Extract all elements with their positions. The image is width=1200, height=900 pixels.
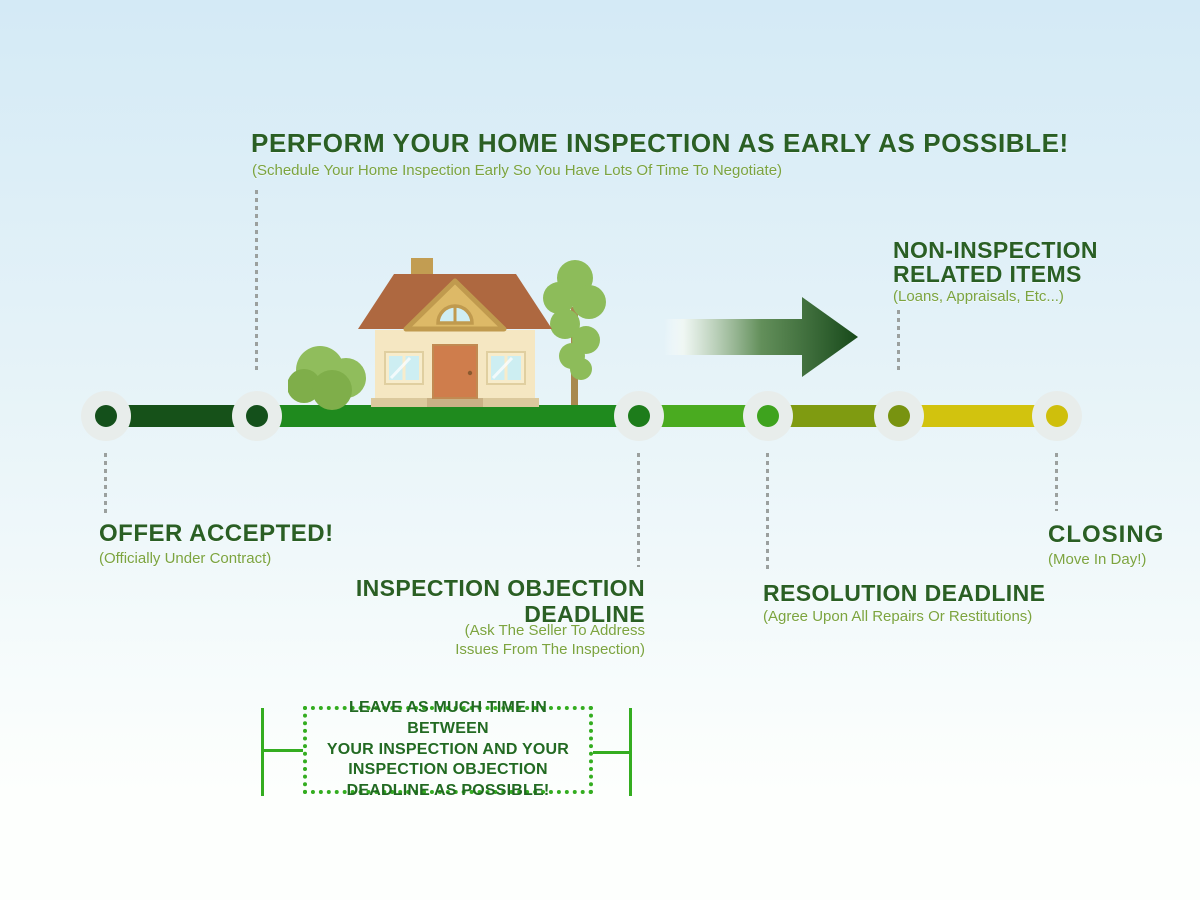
timeline-segment (257, 405, 639, 427)
range-bracket-right-vertical (629, 708, 632, 796)
timeline-segment (768, 405, 899, 427)
milestone-title-closing: CLOSING (1048, 521, 1165, 548)
timeline-segment (899, 405, 1057, 427)
house-illustration (288, 258, 606, 410)
timeline-node-non-inspection-items (874, 391, 924, 441)
timeline-dot (246, 405, 268, 427)
infographic-subtitle: (Schedule Your Home Inspection Early So … (252, 162, 783, 179)
house-icon (358, 258, 552, 407)
milestone-title-resolution-deadline: RESOLUTION DEADLINE (763, 580, 1046, 606)
milestone-subtitle-closing: (Move In Day!) (1048, 551, 1147, 568)
timeline-dot (1046, 405, 1068, 427)
timeline-segment (639, 405, 768, 427)
dotted-connector (897, 310, 900, 372)
tree-icon (543, 260, 606, 405)
dotted-connector (637, 453, 640, 567)
dotted-connector (766, 453, 769, 571)
milestone-subtitle-inspection-objection: (Ask The Seller To Address Issues From T… (455, 622, 645, 658)
timeline-dot (888, 405, 910, 427)
milestone-title-inspection-objection: INSPECTION OBJECTION DEADLINE (355, 575, 645, 627)
advice-note-text: LEAVE AS MUCH TIME IN BETWEEN YOUR INSPE… (326, 699, 570, 800)
arrow-icon (664, 297, 858, 377)
dotted-connector (1055, 453, 1058, 511)
timeline-node-closing (1032, 391, 1082, 441)
range-bracket-right-horizontal (593, 751, 629, 754)
infographic-title: PERFORM YOUR HOME INSPECTION AS EARLY AS… (251, 128, 1069, 158)
timeline-node-resolution-deadline (743, 391, 793, 441)
range-bracket-left-vertical (261, 708, 264, 796)
milestone-subtitle-offer-accepted: (Officially Under Contract) (99, 550, 272, 567)
milestone-title-offer-accepted: OFFER ACCEPTED! (99, 520, 334, 547)
timeline-dot (757, 405, 779, 427)
timeline-node-inspection-objection-deadline (614, 391, 664, 441)
range-bracket-left-horizontal (264, 749, 303, 752)
timeline-segment (106, 405, 257, 427)
milestone-subtitle-non-inspection: (Loans, Appraisals, Etc...) (893, 288, 1064, 305)
timeline-dot (628, 405, 650, 427)
milestone-title-non-inspection: NON-INSPECTION RELATED ITEMS (893, 237, 1098, 288)
dotted-connector (255, 190, 258, 372)
timeline-node-inspection (232, 391, 282, 441)
timeline-node-offer-accepted (81, 391, 131, 441)
advice-note-box: LEAVE AS MUCH TIME IN BETWEEN YOUR INSPE… (303, 699, 593, 799)
milestone-subtitle-resolution-deadline: (Agree Upon All Repairs Or Restitutions) (763, 608, 1033, 625)
bush-icon (288, 346, 366, 410)
timeline-dot (95, 405, 117, 427)
dotted-connector (104, 453, 107, 515)
